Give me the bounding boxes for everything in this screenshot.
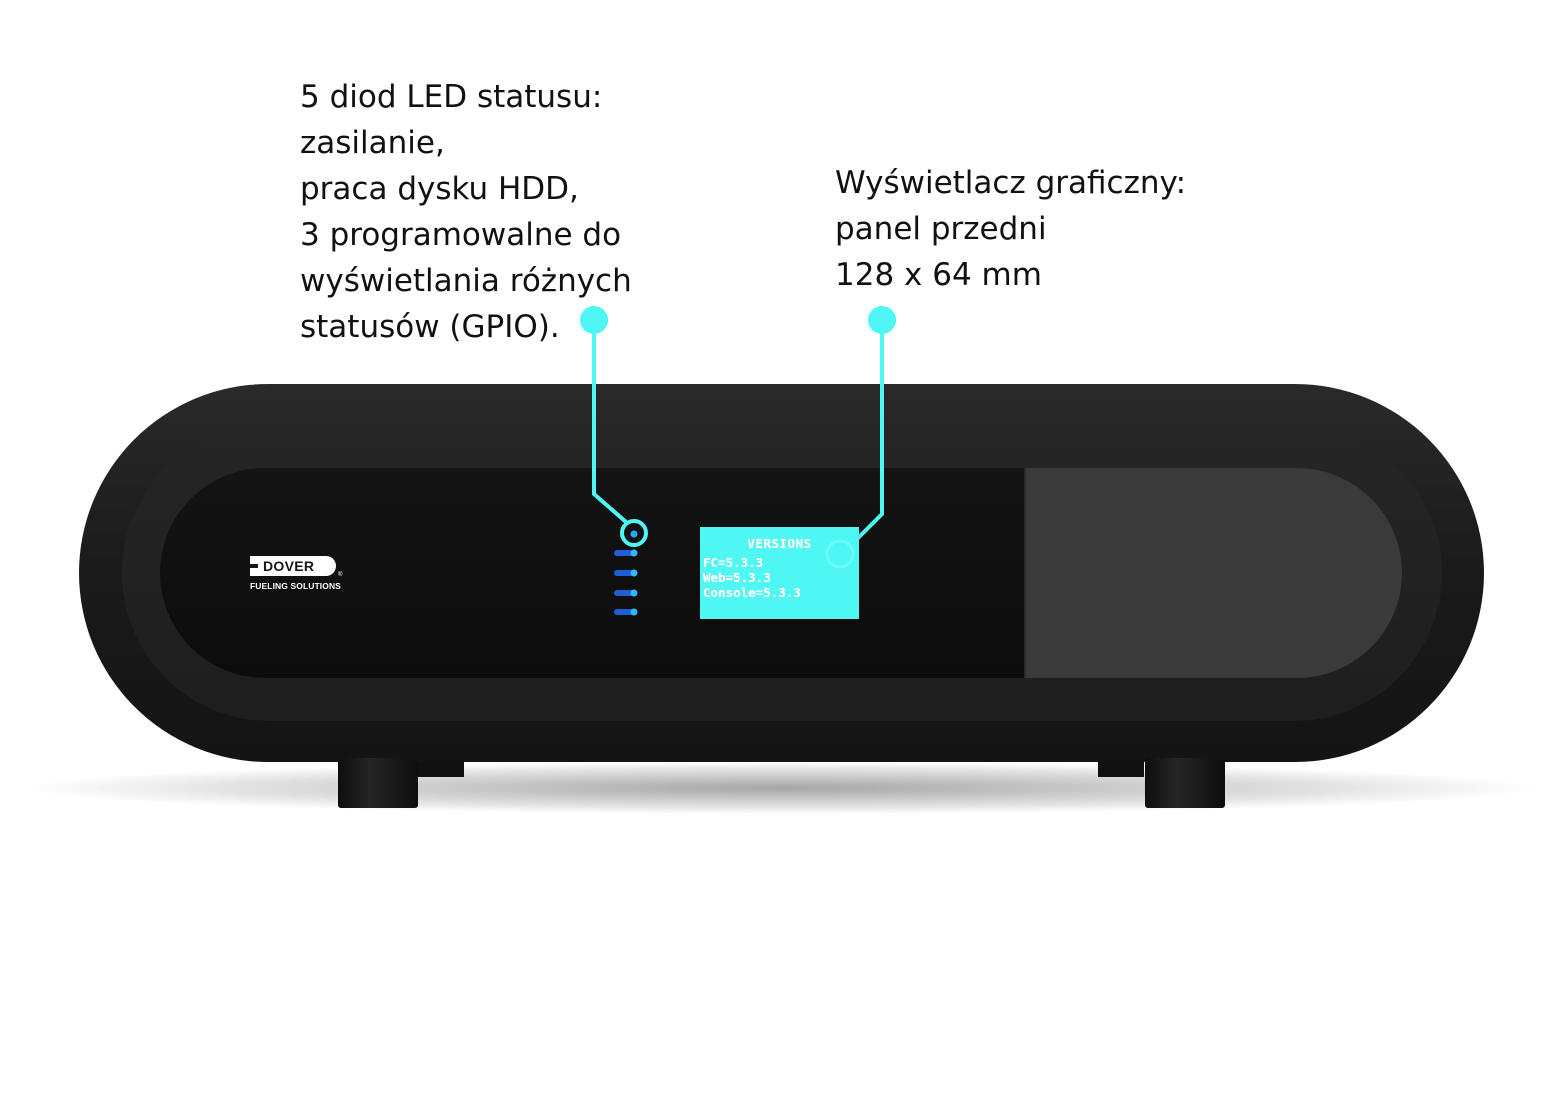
lcd-line: FC=5.3.3 bbox=[703, 555, 764, 570]
status-led-glow bbox=[614, 590, 634, 596]
brand-name: DOVER bbox=[250, 556, 336, 576]
callout-line: 3 programowalne do bbox=[300, 217, 622, 253]
callout-line: Wyświetlacz graficzny: bbox=[835, 165, 1187, 201]
led-callout-text: 5 diod LED statusu: zasilanie, praca dys… bbox=[300, 74, 632, 350]
callout-line: statusów (GPIO). bbox=[300, 309, 560, 345]
brand-logo: DOVER ® FUELING SOLUTIONS bbox=[250, 553, 380, 593]
brand-subtitle: FUELING SOLUTIONS bbox=[250, 581, 341, 591]
status-led-group bbox=[614, 530, 638, 616]
display-callout-pointer bbox=[853, 306, 896, 543]
status-led-glow bbox=[614, 570, 634, 576]
status-led bbox=[630, 530, 638, 538]
lcd-line: Web=5.3.3 bbox=[703, 570, 771, 585]
status-led-glow bbox=[614, 609, 634, 615]
callout-line: praca dysku HDD, bbox=[300, 171, 579, 207]
status-led-glow bbox=[614, 550, 634, 556]
display-callout-text: Wyświetlacz graficzny: panel przedni 128… bbox=[835, 160, 1186, 298]
callout-line: 128 x 64 mm bbox=[835, 257, 1042, 293]
status-led bbox=[630, 549, 638, 557]
front-foot-right bbox=[1145, 758, 1225, 808]
lcd-line: Console=5.3.3 bbox=[703, 585, 801, 600]
registered-mark: ® bbox=[338, 572, 343, 578]
status-led bbox=[630, 589, 638, 597]
status-led bbox=[630, 569, 638, 577]
floor-shadow bbox=[21, 762, 1541, 814]
callout-line: panel przedni bbox=[835, 211, 1047, 247]
front-panel-right-area bbox=[1025, 468, 1402, 678]
callout-line: zasilanie, bbox=[300, 125, 445, 161]
led-callout-pointer bbox=[580, 306, 648, 547]
callout-line: 5 diod LED statusu: bbox=[300, 79, 603, 115]
status-led bbox=[630, 608, 638, 616]
callout-line: wyświetlania różnych bbox=[300, 263, 632, 299]
front-foot-left bbox=[338, 758, 418, 808]
lcd-title: VERSIONS bbox=[747, 536, 812, 551]
lcd-screen: VERSIONS FC=5.3.3 Web=5.3.3 Console=5.3.… bbox=[700, 527, 859, 619]
